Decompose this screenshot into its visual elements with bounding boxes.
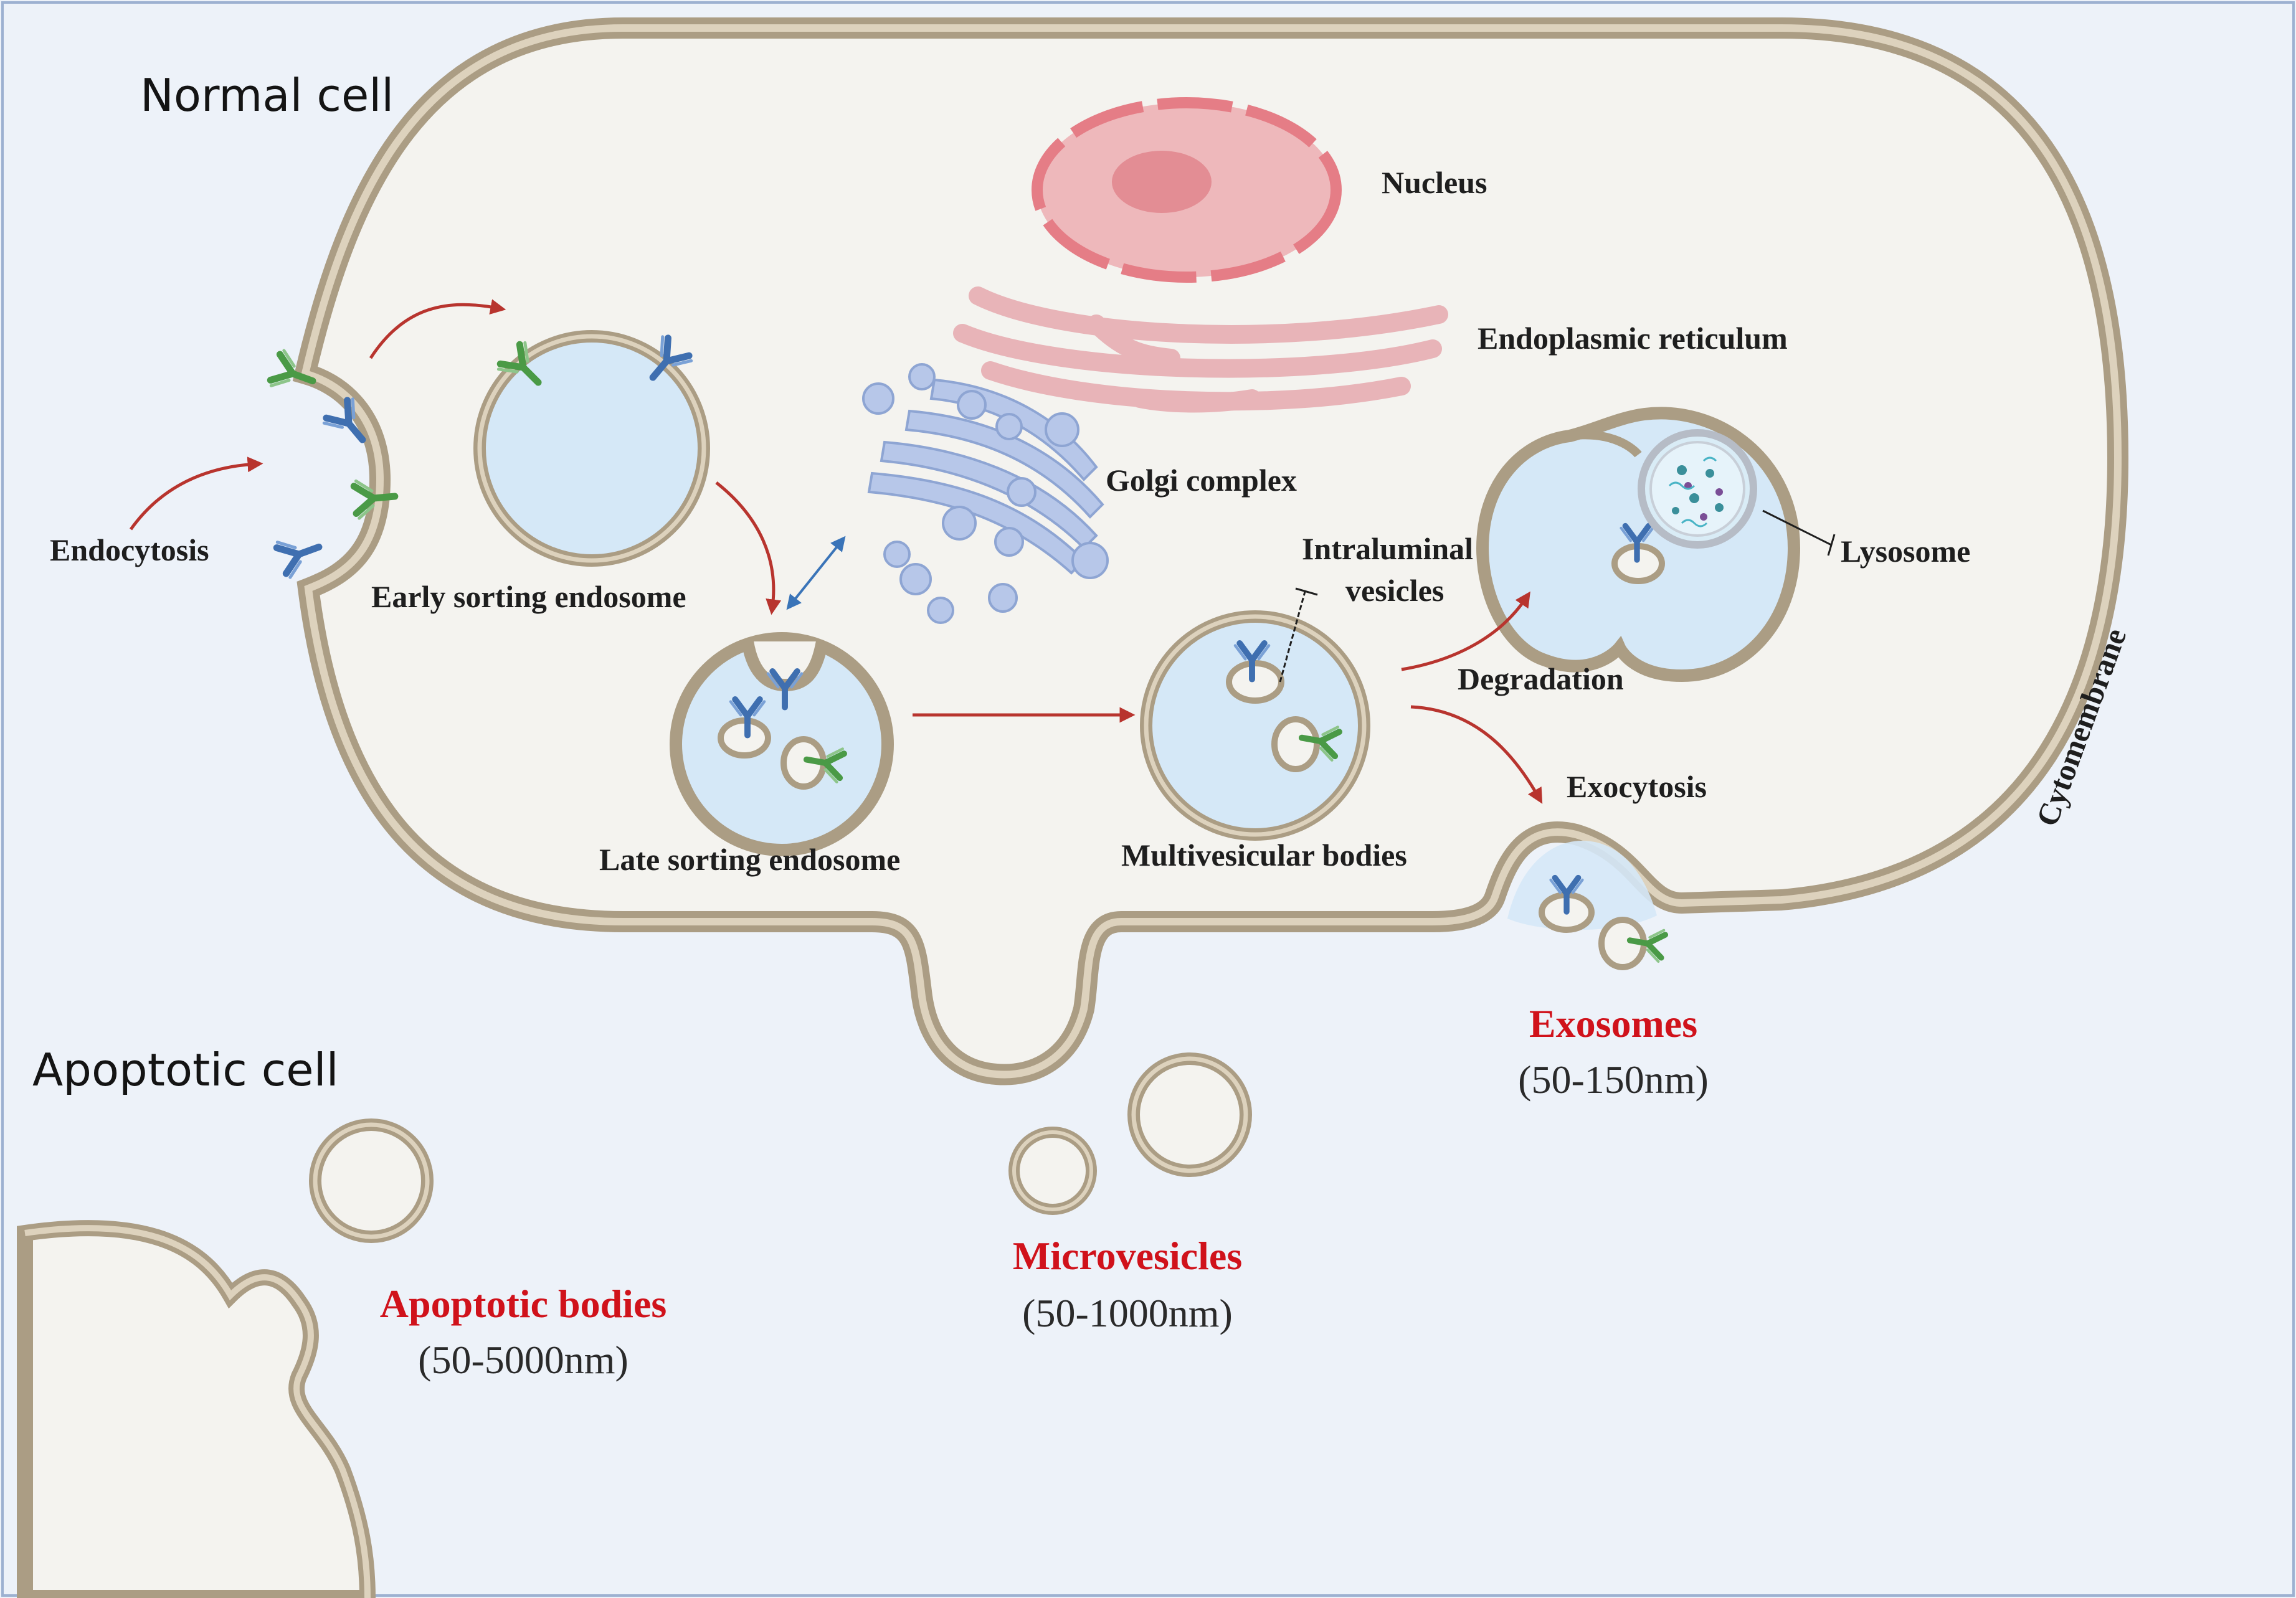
golgi-complex-label: Golgi complex — [1106, 463, 1297, 498]
microvesicle-large — [1127, 1052, 1252, 1177]
annotation-lines — [1279, 509, 1836, 683]
apoptotic-bodies-size: (50-5000nm) — [418, 1338, 629, 1382]
endoplasmic-reticulum-label: Endoplasmic reticulum — [1478, 321, 1788, 356]
microvesicles-size: (50-1000nm) — [1022, 1291, 1233, 1335]
multivesicular-body — [1140, 610, 1370, 841]
exosome-vesicles — [1539, 878, 1666, 970]
early-to-late-arrow — [715, 481, 782, 615]
intraluminal-vesicles-label-line2: vesicles — [1345, 573, 1444, 608]
exosomes-size: (50-150nm) — [1518, 1057, 1709, 1102]
exosomes-name: Exosomes — [1529, 1001, 1697, 1046]
late-sorting-endosome — [670, 632, 894, 856]
multivesicular-bodies-label: Multivesicular bodies — [1121, 838, 1407, 872]
golgi-complex — [862, 363, 1109, 624]
nucleus-label: Nucleus — [1382, 165, 1487, 200]
early-sorting-endosome — [473, 330, 710, 567]
apoptotic-cell-heading: Apoptotic cell — [32, 1044, 339, 1096]
microvesicles-name: Microvesicles — [1013, 1234, 1242, 1278]
normal-cell-heading: Normal cell — [140, 69, 394, 121]
pathway-arrows — [129, 299, 1543, 804]
early-sorting-endosome-label: Early sorting endosome — [371, 579, 686, 614]
exocytosis-arrow — [1410, 705, 1543, 804]
apoptotic-cell — [17, 1220, 376, 1598]
to-early-endosome-arrow — [369, 299, 506, 359]
microvesicle-small — [1008, 1127, 1097, 1215]
endocytosis-arrow — [129, 456, 263, 531]
degradation-label: Degradation — [1458, 661, 1624, 696]
nucleus — [1032, 97, 1342, 283]
apoptotic-bodies-name: Apoptotic bodies — [380, 1282, 667, 1326]
golgi-endosome-exchange-arrow — [786, 536, 846, 610]
apoptotic-body-vesicle — [309, 1118, 434, 1243]
degradation-arrow — [1401, 591, 1530, 671]
exocytosis-label: Exocytosis — [1567, 769, 1707, 804]
endoplasmic-reticulum — [953, 286, 1448, 413]
lysosome-compartment — [1476, 407, 1801, 683]
late-sorting-endosome-label: Late sorting endosome — [599, 842, 900, 877]
intraluminal-vesicles-label-line1: Intraluminal — [1302, 531, 1473, 566]
lysosome-label: Lysosome — [1841, 534, 1970, 569]
endocytosis-label: Endocytosis — [50, 532, 209, 567]
